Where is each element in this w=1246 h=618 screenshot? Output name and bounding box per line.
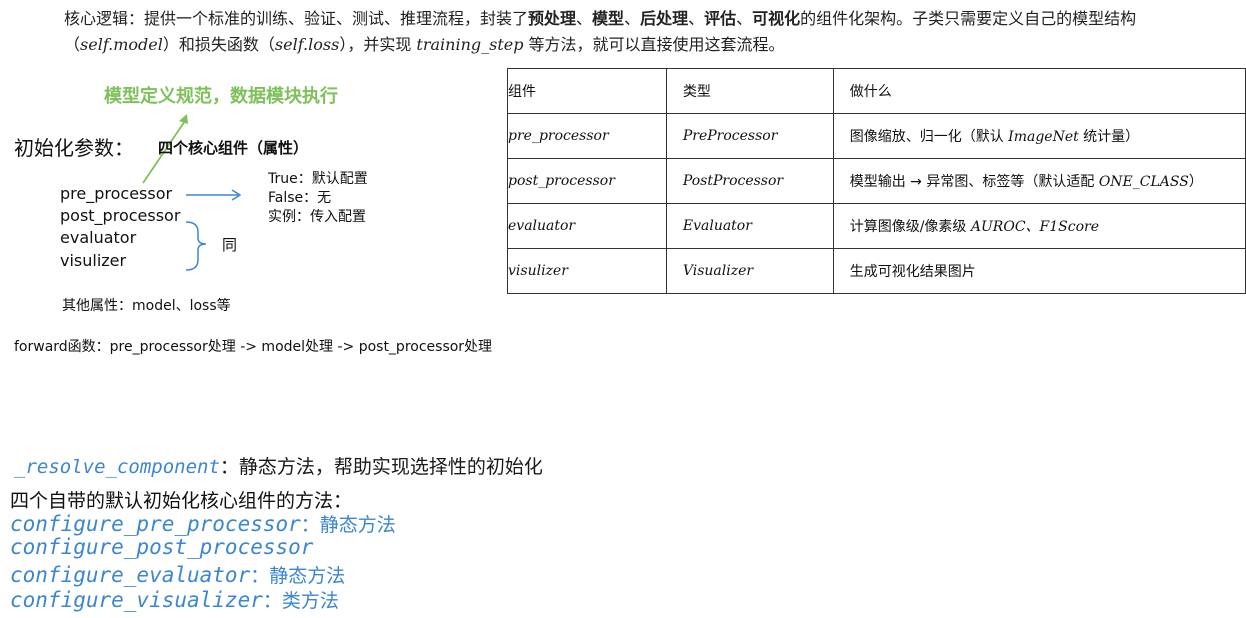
- method-configure-evaluator: configure_evaluator：静态方法: [10, 563, 346, 587]
- method-configure-visualizer: configure_visualizer：类方法: [10, 588, 339, 612]
- resolve-component-desc: ：静态方法，帮助实现选择性的初始化: [219, 456, 543, 478]
- table-cell: post_processor: [507, 158, 667, 204]
- init-params-label: 初始化参数：: [14, 136, 134, 160]
- table-cell: pre_processor: [507, 113, 667, 159]
- same-label: 同: [222, 236, 238, 254]
- components-table: 组件 类型 做什么 pre_processor PreProcessor 图像缩…: [507, 68, 1246, 294]
- four-methods-title: 四个自带的默认初始化核心组件的方法：: [10, 490, 353, 512]
- table-row: pre_processor PreProcessor 图像缩放、归一化（默认 I…: [507, 113, 1246, 159]
- intro-paragraph: 核心逻辑：提供一个标准的训练、验证、测试、推理流程，封装了预处理、模型、后处理、…: [64, 9, 1137, 54]
- table-cell: Visualizer: [665, 248, 834, 294]
- component-visulizer: visulizer: [60, 251, 127, 270]
- table-header: 类型: [665, 68, 834, 114]
- table-row: visulizer Visualizer 生成可视化结果图片: [507, 248, 1246, 294]
- method-configure-post-processor: configure_post_processor: [10, 535, 314, 559]
- component-evaluator: evaluator: [60, 228, 137, 247]
- table-header: 做什么: [832, 68, 1246, 114]
- method-configure-pre-processor: configure_pre_processor：静态方法: [10, 512, 396, 536]
- table-cell: visulizer: [507, 248, 667, 294]
- blue-arrow-head: [231, 189, 242, 201]
- table-cell: PreProcessor: [665, 113, 834, 159]
- core-components-label: 四个核心组件（属性）: [158, 139, 309, 157]
- table-cell: Evaluator: [665, 203, 834, 249]
- option-false: False：无: [268, 190, 332, 206]
- table-cell: 模型输出 → 异常图、标签等（默认适配 ONE_CLASS）: [832, 158, 1246, 204]
- component-post-processor: post_processor: [60, 206, 181, 225]
- other-attributes: 其他属性：model、loss等: [62, 298, 231, 314]
- blue-brace: [185, 221, 207, 271]
- green-arrow-head: [179, 114, 188, 124]
- green-annotation: 模型定义规范，数据模块执行: [104, 86, 338, 107]
- table-row: post_processor PostProcessor 模型输出 → 异常图、…: [507, 158, 1246, 204]
- table-header: 组件: [507, 68, 667, 114]
- table-cell: 图像缩放、归一化（默认 ImageNet 统计量）: [832, 113, 1246, 159]
- table-row: evaluator Evaluator 计算图像级/像素级 AUROC、F1Sc…: [507, 203, 1246, 249]
- resolve-component-line: _resolve_component：静态方法，帮助实现选择性的初始化: [14, 452, 543, 479]
- resolve-component-name: _resolve_component: [14, 456, 220, 478]
- table-cell: 计算图像级/像素级 AUROC、F1Score: [832, 203, 1246, 249]
- table-header-row: 组件 类型 做什么: [507, 68, 1246, 114]
- option-instance: 实例：传入配置: [268, 209, 366, 225]
- component-pre-processor: pre_processor: [60, 184, 173, 203]
- table-cell: 生成可视化结果图片: [832, 248, 1246, 294]
- option-true: True：默认配置: [268, 171, 368, 187]
- green-arrow: [142, 117, 188, 184]
- forward-description: forward函数：pre_processor处理 -> model处理 -> …: [14, 339, 493, 355]
- table-cell: PostProcessor: [665, 158, 834, 204]
- table-cell: evaluator: [507, 203, 667, 249]
